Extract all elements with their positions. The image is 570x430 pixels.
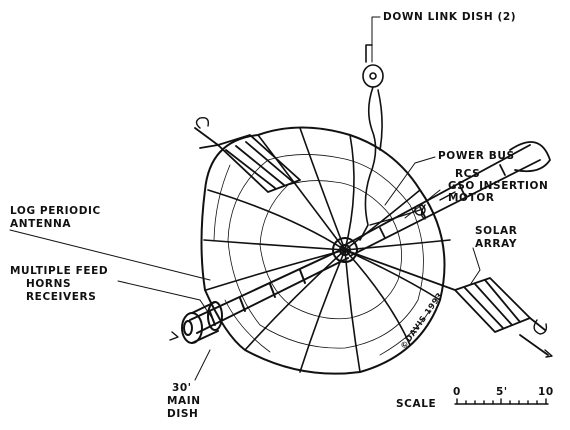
rotation-arrows [169,116,553,358]
feed-horn-cylinder [181,301,223,344]
scale-bar [454,398,549,405]
feed-horns-label-2: HORNS [26,278,72,290]
right-solar-array [344,249,549,356]
scale-tick-0: 0 [453,386,461,398]
scale-tick-5: 5' [496,386,508,398]
feed-horns-label-1: MULTIPLE FEED [10,265,109,277]
feed-boom [189,247,349,334]
leader-lines [9,16,481,381]
solar-array-label-2: ARRAY [475,238,518,250]
feed-horns-label-3: RECEIVERS [26,291,97,303]
downlink-dish [359,44,384,241]
scale-label: SCALE [396,398,437,410]
power-bus-truss [344,141,551,257]
gso-motor-label: MOTOR [448,192,495,204]
power-bus-label: POWER BUS [438,150,515,162]
main-dish-label-2: MAIN [167,395,201,407]
log-periodic-label-2: ANTENNA [10,218,72,230]
scale-tick-10: 10 [538,386,554,398]
main-dish-label-1: 30' [172,382,192,394]
downlink-dish-label: DOWN LINK DISH (2) [383,11,517,23]
dish-mesh [213,154,431,356]
left-solar-panel [194,127,301,193]
solar-array-label-1: SOLAR [475,225,518,237]
main-dish-label-3: DISH [167,408,199,420]
gso-insertion-label: GSO INSERTION [448,180,549,192]
rcs-label: RCS [455,168,481,180]
log-periodic-label-1: LOG PERIODIC [10,205,101,217]
